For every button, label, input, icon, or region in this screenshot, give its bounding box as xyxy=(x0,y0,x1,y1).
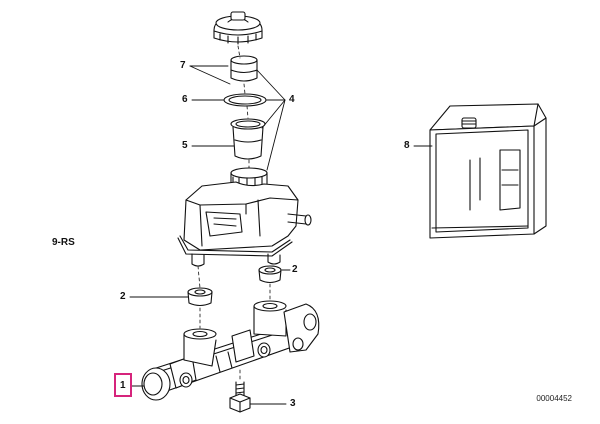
callout-8[interactable]: 8 xyxy=(404,140,410,151)
callout-2-right[interactable]: 2 xyxy=(292,264,298,275)
part-2-grommet-left xyxy=(187,287,213,307)
part-1-master-cylinder xyxy=(141,300,320,401)
part-2-grommet-right xyxy=(258,265,282,284)
callout-5[interactable]: 5 xyxy=(182,140,188,151)
callout-4[interactable]: 4 xyxy=(289,94,295,105)
part-7-strainer-cap xyxy=(230,55,258,82)
callout-7[interactable]: 7 xyxy=(180,60,186,71)
part-5-strainer xyxy=(230,118,266,160)
diagram-code: 00004452 xyxy=(536,394,572,403)
part-6-gasket xyxy=(223,93,267,107)
callout-1[interactable]: 1 xyxy=(120,380,126,391)
group-label: 9-RS xyxy=(52,237,75,248)
part-8-fluid-can xyxy=(429,103,547,239)
alignment-dashes xyxy=(197,45,275,383)
callout-1-highlight-box xyxy=(114,373,132,397)
part-3-bolt xyxy=(229,381,251,413)
reservoir-cap xyxy=(213,11,263,45)
reservoir-tank xyxy=(177,167,312,267)
callout-6[interactable]: 6 xyxy=(182,94,188,105)
callout-3[interactable]: 3 xyxy=(290,398,296,409)
callout-2-left[interactable]: 2 xyxy=(120,291,126,302)
leader-lines xyxy=(129,65,433,405)
